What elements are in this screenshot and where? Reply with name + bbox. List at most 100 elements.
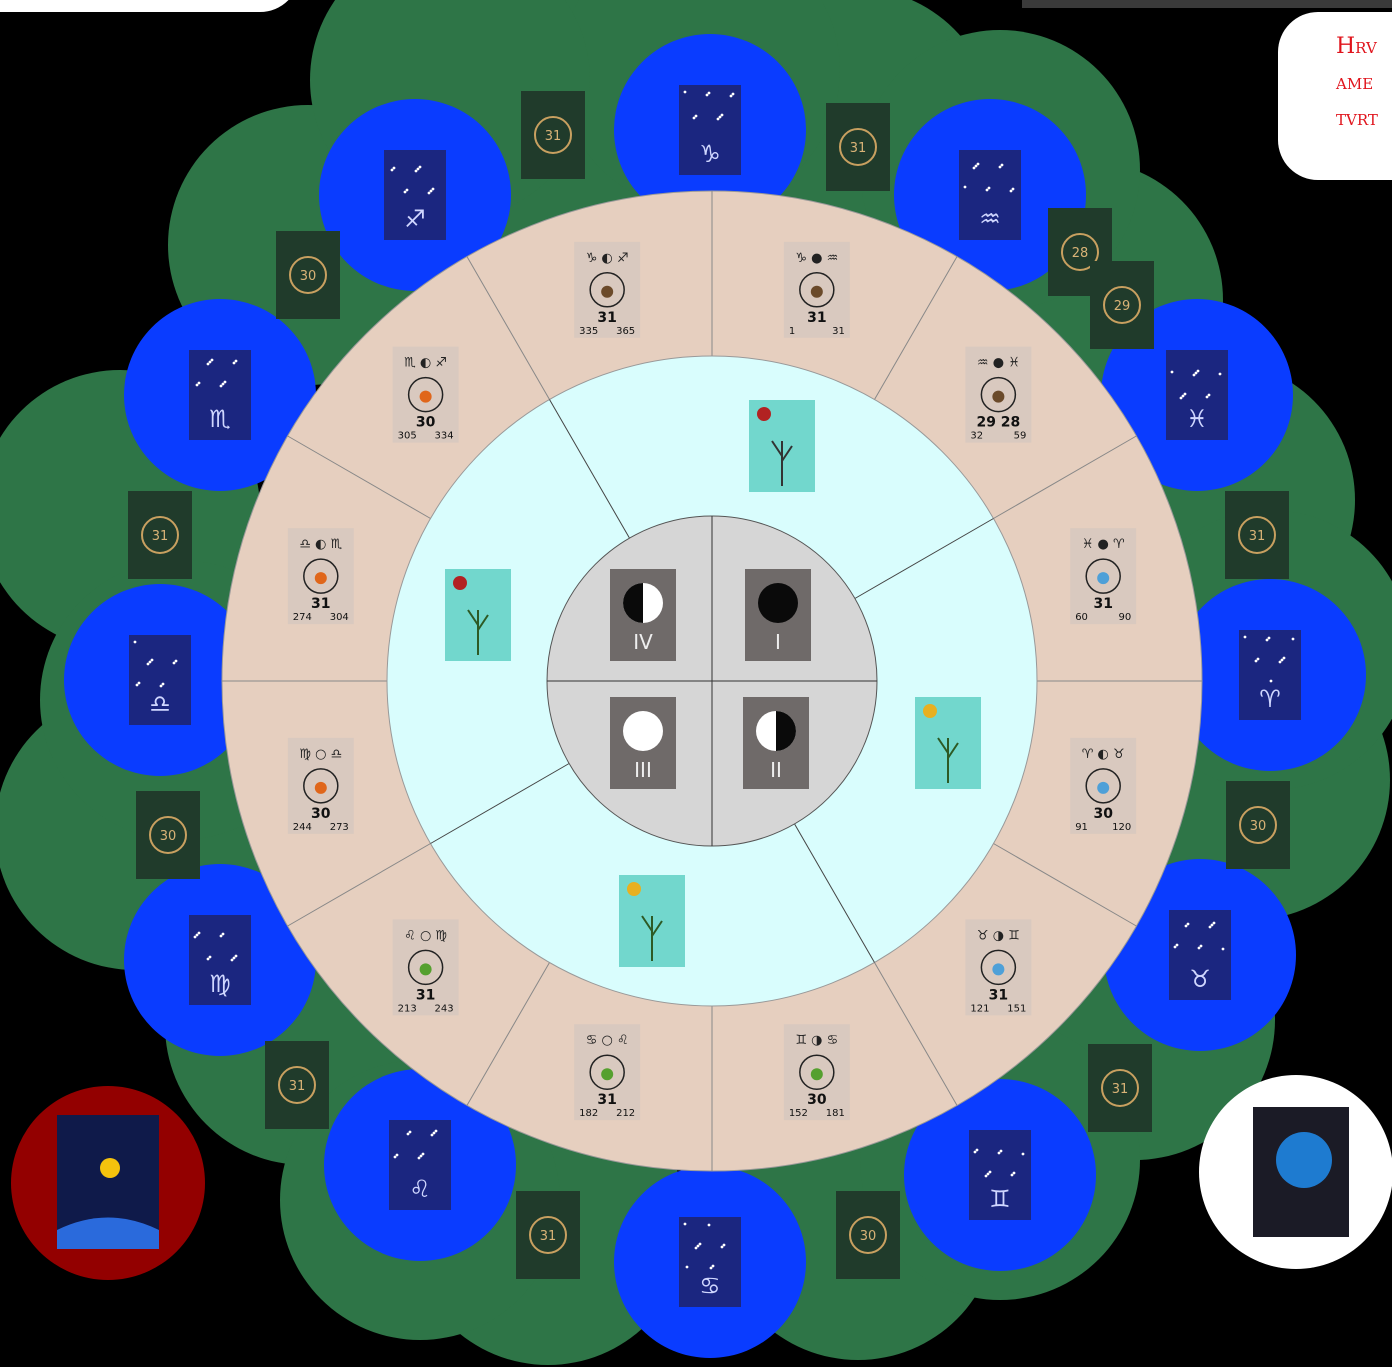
yellow-sun-icon bbox=[627, 882, 641, 896]
day-count-card[interactable]: 31 bbox=[1088, 1044, 1152, 1132]
month-signs: ♍ ○ ♎ bbox=[299, 747, 342, 762]
month-end-day: 273 bbox=[330, 822, 349, 833]
star bbox=[732, 93, 735, 96]
blue-planet-icon bbox=[1276, 1132, 1332, 1188]
month-end-day: 151 bbox=[1007, 1003, 1026, 1014]
day-count-card[interactable]: 31 bbox=[516, 1191, 580, 1279]
star bbox=[988, 187, 991, 190]
month-signs: ♈ ◐ ♉ bbox=[1082, 747, 1125, 762]
day-count-card[interactable]: 29 bbox=[1090, 261, 1154, 349]
star bbox=[407, 1133, 410, 1136]
season-card-summer[interactable] bbox=[619, 875, 685, 967]
season-card-winter[interactable] bbox=[749, 400, 815, 492]
zodiac-glyph: ♊ bbox=[989, 1185, 1011, 1213]
star bbox=[699, 1243, 702, 1246]
sun-token[interactable] bbox=[11, 1086, 205, 1280]
month-signs: ♊ ◑ ♋ bbox=[795, 1033, 838, 1048]
star bbox=[435, 1130, 438, 1133]
day-card-number: 31 bbox=[545, 129, 562, 144]
green-leaf-icon bbox=[601, 1068, 613, 1080]
moon-card-II[interactable]: II bbox=[743, 697, 809, 789]
star bbox=[974, 1151, 977, 1154]
sun-icon bbox=[100, 1158, 120, 1178]
star bbox=[417, 168, 420, 171]
star bbox=[1197, 370, 1200, 373]
star bbox=[1184, 393, 1187, 396]
day-count-card[interactable]: 31 bbox=[521, 91, 585, 179]
moon-card-IV[interactable]: IV bbox=[610, 569, 676, 661]
star bbox=[198, 382, 201, 385]
month-start-day: 244 bbox=[293, 822, 312, 833]
day-count-card[interactable]: 31 bbox=[128, 491, 192, 579]
star bbox=[1171, 371, 1174, 374]
moon-numeral: II bbox=[770, 758, 782, 782]
month-days: 31 bbox=[597, 1092, 616, 1108]
star bbox=[684, 91, 687, 94]
star bbox=[721, 1246, 724, 1249]
star bbox=[686, 1266, 689, 1269]
star bbox=[211, 359, 214, 362]
star bbox=[147, 663, 150, 666]
star bbox=[708, 92, 711, 95]
star bbox=[396, 1154, 399, 1157]
star bbox=[224, 381, 227, 384]
month-end-day: 90 bbox=[1118, 612, 1131, 623]
day-count-card[interactable]: 30 bbox=[1226, 781, 1290, 869]
month-start-day: 182 bbox=[579, 1108, 598, 1119]
month-start-day: 60 bbox=[1075, 612, 1088, 623]
month-end-day: 120 bbox=[1112, 822, 1131, 833]
season-card-autumn[interactable] bbox=[445, 569, 511, 661]
season-card-spring[interactable] bbox=[915, 697, 981, 789]
day-count-card[interactable]: 31 bbox=[1225, 491, 1289, 579]
month-days: 30 bbox=[1093, 806, 1113, 822]
zodiac-glyph: ♑ bbox=[699, 140, 721, 168]
moon-card-III[interactable]: III bbox=[610, 697, 676, 789]
rain-drops-icon bbox=[1097, 782, 1109, 794]
day-count-card[interactable]: 30 bbox=[276, 231, 340, 319]
zodiac-card-aries[interactable]: ♈ bbox=[1174, 579, 1366, 771]
day-count-card[interactable]: 31 bbox=[826, 103, 890, 191]
moon-card-I[interactable]: I bbox=[745, 569, 811, 661]
star bbox=[196, 934, 199, 937]
month-days: 30 bbox=[416, 415, 436, 431]
day-count-card[interactable]: 30 bbox=[836, 1191, 900, 1279]
yellow-sun-icon bbox=[923, 704, 937, 718]
green-leaf-icon bbox=[811, 1068, 823, 1080]
planet-token[interactable] bbox=[1199, 1075, 1392, 1269]
star bbox=[706, 94, 709, 97]
moon-numeral: IV bbox=[633, 630, 653, 654]
month-end-day: 181 bbox=[826, 1108, 845, 1119]
star bbox=[235, 955, 238, 958]
zodiac-glyph: ♉ bbox=[1189, 965, 1211, 993]
day-count-card[interactable]: 30 bbox=[136, 791, 200, 879]
red-sun-icon bbox=[757, 407, 771, 421]
day-count-card[interactable]: 31 bbox=[265, 1041, 329, 1129]
star bbox=[986, 189, 989, 192]
month-start-day: 213 bbox=[398, 1003, 417, 1014]
day-card-number: 31 bbox=[540, 1229, 557, 1244]
bare-branch-icon bbox=[992, 391, 1004, 403]
new-moon-icon bbox=[758, 583, 798, 623]
star bbox=[194, 936, 197, 939]
star bbox=[391, 169, 394, 172]
star bbox=[1206, 396, 1209, 399]
star bbox=[222, 383, 225, 386]
star bbox=[998, 1152, 1001, 1155]
star bbox=[964, 186, 967, 189]
star bbox=[209, 361, 212, 364]
zodiac-card-cancer[interactable]: ♋ bbox=[614, 1166, 806, 1358]
month-end-day: 59 bbox=[1014, 431, 1027, 442]
star bbox=[1283, 657, 1286, 660]
